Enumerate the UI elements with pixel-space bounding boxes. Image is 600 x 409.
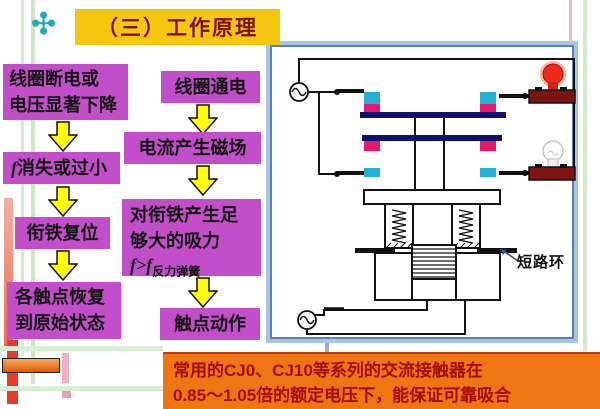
flow-box-armature-resets: 衔铁复位 [15,217,110,249]
down-arrow-icon [188,277,218,308]
footer-note: 常用的CJ0、CJ10等系列的交流接触器在 0.85～1.05倍的额定电压下，能… [163,352,600,409]
flow-text: 线圈断电或 [9,69,99,89]
decor-pink-line-right [569,0,572,41]
short-circuit-ring-label: 短路环 [517,254,566,271]
flow-box-coil-energized: 线圈通电 [161,71,260,103]
flow-text: 够大的吸力 [130,231,220,251]
flow-text: 到原始状态 [15,313,105,333]
flow-text: 触点动作 [174,314,246,334]
decor-red-stripe-left [4,198,13,348]
fixed-contacts [364,92,496,177]
lamp-off-icon [528,140,576,181]
junction-dots [334,89,528,177]
flow-box-magnetic-field: 电流产生磁场 [124,132,261,164]
contact-bridges [360,112,506,141]
decor-pink-bar-1 [62,353,69,383]
flow-text-italic-f: f [11,158,17,178]
down-arrow-icon [48,250,78,281]
formula-subscript: 反力弹簧 [152,264,201,279]
decor-green-hline-2 [0,386,163,391]
down-arrow-icon [188,104,218,135]
page-title: （三）工作原理 [97,17,258,40]
ring-pointer-arrow [500,249,519,262]
lamp-on-icon [528,61,576,104]
footer-line-2: 0.85～1.05倍的额定电压下，能保证可靠吸合 [173,386,512,405]
flow-text: 各触点恢复 [15,287,105,307]
down-arrow-icon [48,121,78,152]
flow-text: 电压显著下降 [9,95,117,115]
formula-main: f>f [130,255,153,275]
flow-box-force-vanishes: f消失或过小 [3,152,120,184]
contactor-schematic [289,58,576,335]
flow-text: 线圈通电 [174,77,247,97]
decor-green-hline-1 [0,346,163,351]
coil-circuit-wires [306,300,466,335]
flow-box-contacts-act: 触点动作 [160,308,260,340]
down-arrow-icon [188,165,218,196]
decor-green-line-2 [31,0,35,384]
coil-winding [413,248,455,278]
short-circuit-rings [355,248,517,253]
flow-box-coil-deenergized: 线圈断电或 电压显著下降 [3,64,128,120]
flow-text: 衔铁复位 [26,223,99,243]
flow-text: 消失或过小 [17,158,107,178]
flow-box-attraction-force: 对衔铁产生足 够大的吸力 f>f反力弹簧 [122,199,261,279]
contactor-diagram-frame [266,41,578,343]
title-bar: （三）工作原理 [75,9,280,45]
armature [363,189,501,249]
force-formula: f>f反力弹簧 [130,254,253,283]
spring-icons [391,209,474,244]
decor-orange-bar [2,358,60,373]
decor-blue-stub [325,343,329,353]
flow-box-contacts-restore: 各触点恢复 到原始状态 [7,282,121,339]
flow-text: 电流产生磁场 [138,138,247,158]
ac-source-top-icon [289,82,309,102]
flower-icon: ✣ [31,8,57,41]
flow-text: 对衔铁产生足 [130,205,238,225]
ac-source-bottom-icon [297,310,317,330]
decor-pink-bar-2 [62,386,71,398]
down-arrow-icon [48,186,78,217]
decor-green-line-right [583,0,587,352]
footer-line-1: 常用的CJ0、CJ10等系列的交流接触器在 [173,361,483,380]
